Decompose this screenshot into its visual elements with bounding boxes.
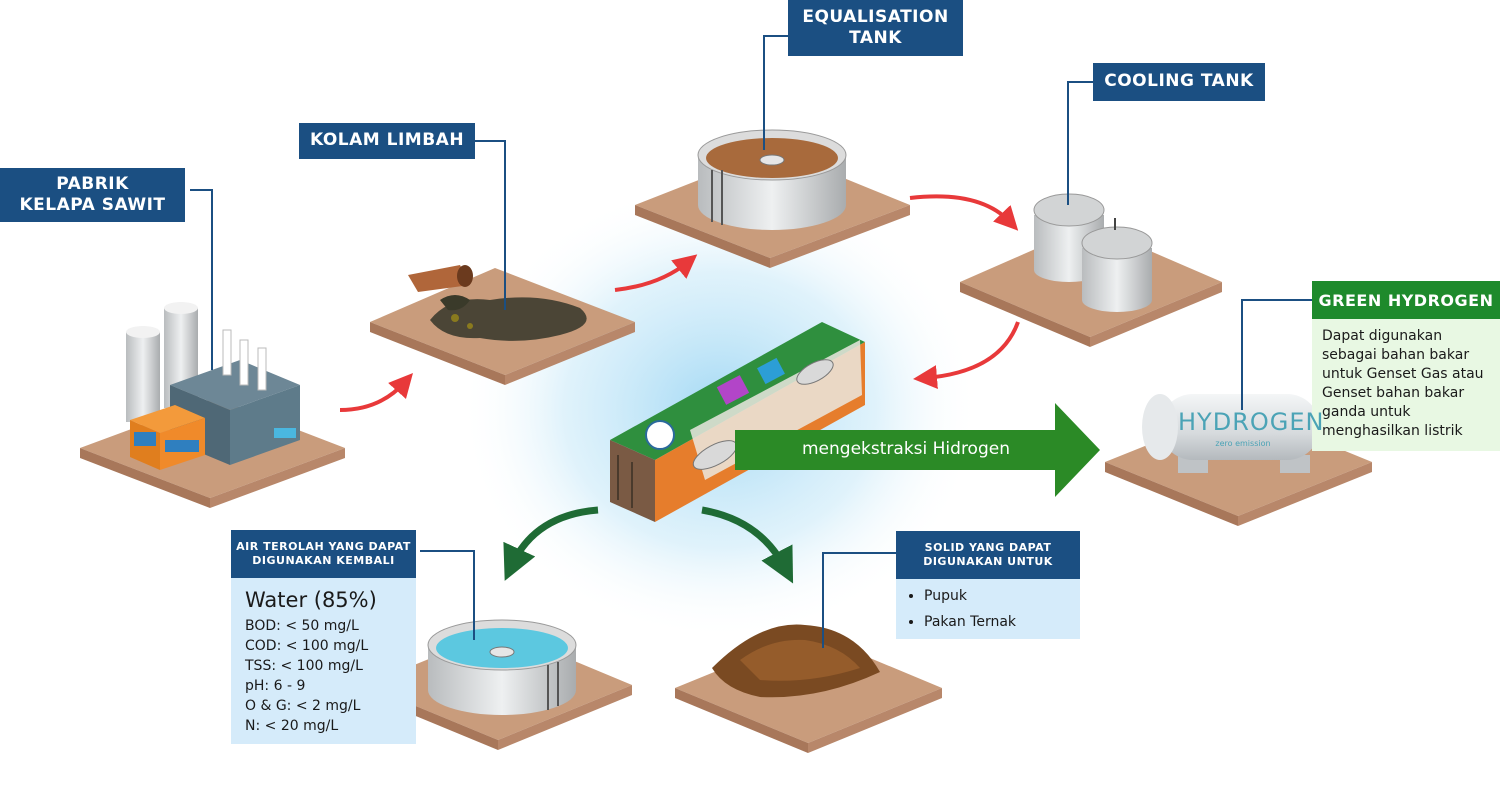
arrow-container-to-solid	[701, 506, 794, 584]
water-param-ph: pH: 6 - 9	[245, 678, 306, 694]
label-air-line1: AIR TEROLAH YANG DAPAT	[236, 540, 411, 554]
green-hydrogen-title: GREEN HYDROGEN	[1312, 281, 1500, 319]
water-param-tss: TSS: < 100 mg/L	[245, 658, 363, 674]
leader-lines	[190, 35, 1312, 648]
label-pabrik-line2: KELAPA SAWIT	[19, 195, 166, 215]
solid-use-pupuk: Pupuk	[924, 583, 1068, 609]
hydrogen-tank-subtext: zero emission	[1215, 439, 1271, 448]
solid-platform	[675, 624, 942, 753]
hydrogen-tank-text: HYDROGEN	[1178, 408, 1325, 436]
label-equalisation-tank: EQUALISATION TANK	[788, 0, 963, 56]
label-air-line2: DIGUNAKAN KEMBALI	[252, 554, 395, 567]
extraction-arrow	[735, 403, 1100, 497]
solid-uses-list: Pupuk Pakan Ternak	[908, 583, 1068, 635]
label-equalisation-line2: TANK	[849, 28, 902, 48]
label-solid-line1: SOLID YANG DAPAT	[924, 541, 1052, 555]
water-param-n: N: < 20 mg/L	[245, 718, 339, 734]
waste-pond-platform	[370, 265, 635, 385]
water-quality-box: Water (85%) BOD: < 50 mg/L COD: < 100 mg…	[231, 578, 416, 744]
label-cooling-tank: COOLING TANK	[1093, 63, 1265, 101]
label-solid: SOLID YANG DAPAT DIGUNAKAN UNTUK	[896, 531, 1080, 579]
factory-platform	[80, 302, 345, 508]
arrow-container-to-water	[503, 506, 599, 581]
water-title: Water (85%)	[245, 588, 377, 612]
label-kolam-text: KOLAM LIMBAH	[309, 130, 465, 151]
label-kolam-limbah: KOLAM LIMBAH	[299, 123, 475, 159]
label-solid-line2: DIGUNAKAN UNTUK	[923, 555, 1053, 568]
arrow-factory-to-pond	[339, 373, 413, 412]
solid-use-pakan: Pakan Ternak	[924, 609, 1068, 635]
arrow-pond-to-equalisation	[614, 254, 698, 292]
label-pabrik-kelapa-sawit: PABRIK KELAPA SAWIT	[0, 168, 185, 222]
arrow-equalisation-to-cooling	[909, 194, 1019, 231]
equalisation-platform	[635, 129, 910, 268]
green-hydrogen-description: Dapat digunakan sebagai bahan bakar untu…	[1312, 319, 1500, 451]
extraction-arrow-label: mengekstraksi Hidrogen	[802, 439, 1010, 459]
solid-uses-box: Pupuk Pakan Ternak	[896, 579, 1080, 639]
arrow-cooling-to-container	[913, 321, 1020, 390]
label-equalisation-line1: EQUALISATION	[802, 6, 949, 27]
label-pabrik-line1: PABRIK	[56, 173, 129, 194]
label-cooling-text: COOLING TANK	[1104, 71, 1254, 92]
cooling-platform	[960, 193, 1222, 347]
water-param-og: O & G: < 2 mg/L	[245, 698, 361, 714]
water-param-bod: BOD: < 50 mg/L	[245, 618, 359, 634]
label-air-terolah: AIR TEROLAH YANG DAPAT DIGUNAKAN KEMBALI	[231, 530, 416, 578]
water-param-cod: COD: < 100 mg/L	[245, 638, 369, 654]
hydrogen-platform	[1105, 394, 1372, 526]
